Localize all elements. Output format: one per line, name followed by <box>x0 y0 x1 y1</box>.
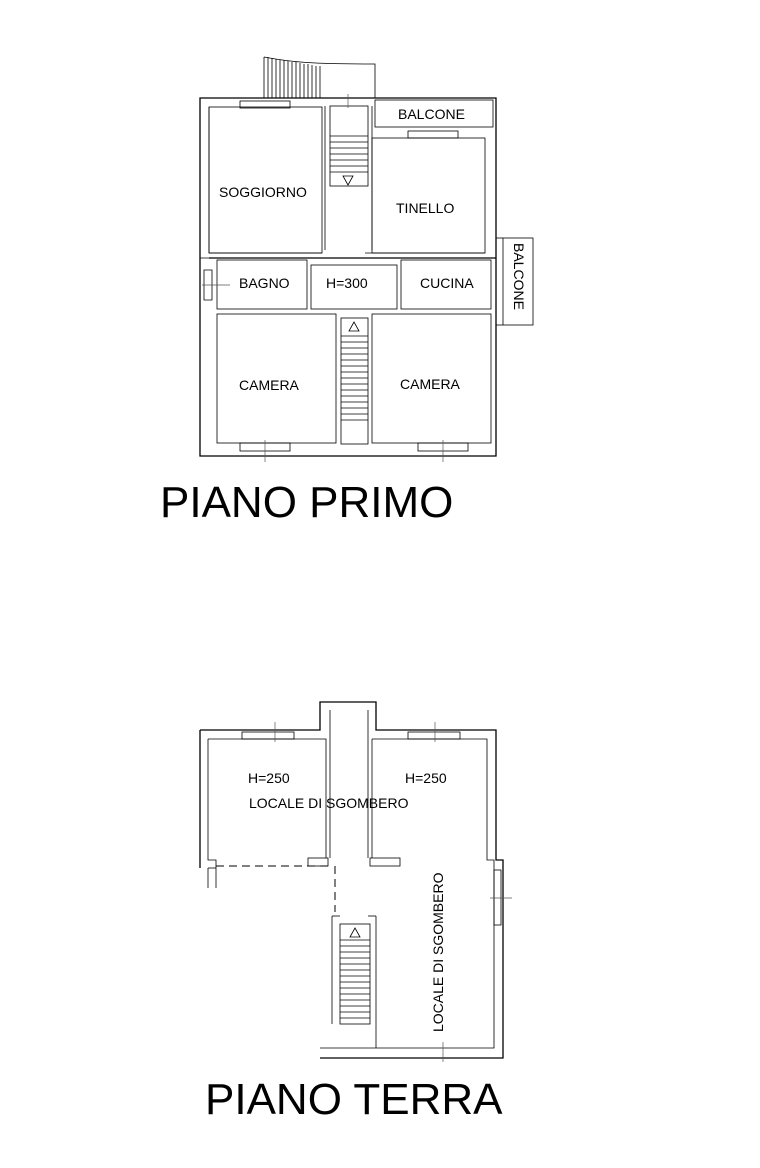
label-cucina: CUCINA <box>420 275 474 291</box>
room-cucina <box>400 259 492 310</box>
stair-lower-steps <box>341 335 368 421</box>
ground-stair-up-arrow-icon <box>349 927 361 938</box>
ground-floor-outer-wall <box>200 701 504 1059</box>
first-floor-plan <box>199 56 534 462</box>
stair-upper-steps <box>330 135 368 173</box>
title-piano-primo: PIANO PRIMO <box>160 478 453 527</box>
title-piano-terra: PIANO TERRA <box>205 1075 503 1124</box>
label-camera-right: CAMERA <box>400 376 461 392</box>
label-height-right: H=250 <box>405 770 447 786</box>
stair-down-arrow-icon <box>342 175 354 186</box>
stair-upper <box>329 105 369 187</box>
first-floor-outer-wall <box>199 97 497 457</box>
ground-stair-steps <box>340 939 370 1019</box>
label-corridoio: H=300 <box>326 275 368 291</box>
window-top-soggiorno <box>239 100 291 109</box>
room-bagno <box>216 259 308 310</box>
wall-stub-right <box>369 857 401 867</box>
window-top-right-ground <box>407 731 461 740</box>
window-top-left-ground <box>241 731 295 740</box>
label-height-left: H=250 <box>248 770 290 786</box>
label-bagno: BAGNO <box>239 275 290 291</box>
ground-stair <box>339 923 371 1025</box>
window-right-side <box>493 869 502 926</box>
stair-up-arrow-icon <box>348 321 360 332</box>
label-soggiorno: SOGGIORNO <box>219 184 307 200</box>
label-balcone-side: BALCONE <box>511 243 527 310</box>
exterior-stair <box>263 56 376 98</box>
room-soggiorno <box>208 106 323 254</box>
balcony-top <box>374 99 494 128</box>
window-left-middle <box>203 269 213 301</box>
label-locale-left: LOCALE DI SGOMBERO <box>249 795 409 811</box>
label-camera-left: CAMERA <box>239 377 300 393</box>
balcony-side <box>502 237 534 326</box>
room-locale-right <box>372 738 495 1049</box>
stair-lower <box>340 317 369 445</box>
room-tinello <box>371 137 486 254</box>
wall-stub-left <box>307 857 329 867</box>
label-balcone-top: BALCONE <box>398 106 465 122</box>
label-tinello: TINELLO <box>396 200 454 216</box>
first-floor-inner-wall <box>200 107 210 259</box>
window-top-tinello <box>407 130 459 139</box>
ground-floor-plan <box>199 701 512 1062</box>
label-locale-right: LOCALE DI SGOMBERO <box>430 872 446 1032</box>
room-corridoio <box>310 264 398 310</box>
